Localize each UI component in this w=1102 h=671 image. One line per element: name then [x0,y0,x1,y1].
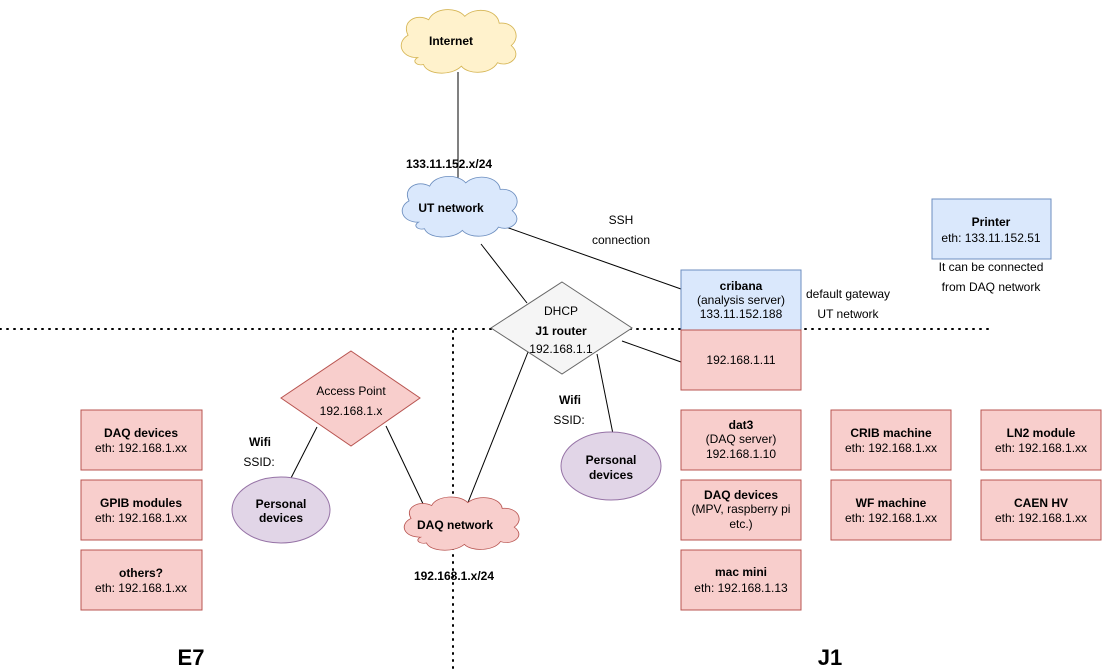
j1-box-1: LN2 module eth: 192.168.1.xx [980,409,1102,471]
dat3-ip: 192.168.1.10 [706,447,776,461]
e7-box-0-shape [80,409,203,471]
j1-box-3-name: CAEN HV [1014,496,1068,510]
link-ut-router [480,243,528,304]
e7-box-0-name: DAQ devices [104,426,178,440]
cribana-lower-shape [680,329,802,391]
j1-daq-devices-line2: (MPV, raspberry pi [692,502,791,516]
personal-devices-e7-shape [231,476,331,544]
router-dhcp-label: DHCP [544,304,578,318]
j1-box-3-eth: eth: 192.168.1.xx [995,511,1087,525]
ssh-label-line1: SSH [609,213,634,227]
j1-box-3-shape [980,479,1102,541]
mac-mini-shape [680,549,802,611]
e7-box-1: GPIB modules eth: 192.168.1.xx [80,479,203,541]
e7-box-2-shape [80,549,203,611]
router-name-label: J1 router [535,324,587,338]
mac-mini: mac mini eth: 192.168.1.13 [680,549,802,611]
ssid-label-e7: SSID: [243,455,274,469]
access-point-ip: 192.168.1.x [320,404,383,418]
j1-daq-devices-shape [680,479,802,541]
link-router-daq [464,351,529,511]
gateway-label-line2: UT network [817,307,879,321]
e7-box-1-eth: eth: 192.168.1.xx [95,511,187,525]
mac-mini-eth: eth: 192.168.1.13 [694,581,788,595]
daq-subnet-label: 192.168.1.x/24 [414,569,494,583]
link-ap-personal [290,426,318,479]
internet-label: Internet [429,34,473,48]
printer-shape [931,198,1052,260]
region-label-e7: E7 [178,645,205,670]
j1-box-2-name: WF machine [856,496,927,510]
cribana-upper-shape [680,269,802,331]
ssid-label-j1: SSID: [553,413,584,427]
link-router-personal [596,353,614,435]
e7-box-2-eth: eth: 192.168.1.xx [95,581,187,595]
dat3-role: (DAQ server) [706,432,777,446]
j1-box-2: WF machine eth: 192.168.1.xx [830,479,952,541]
e7-box-0: DAQ devices eth: 192.168.1.xx [80,409,203,471]
j1-box-0-name: CRIB machine [850,426,932,440]
region-label-j1: J1 [818,645,842,670]
e7-box-0-eth: eth: 192.168.1.xx [95,441,187,455]
cribana-ip: 133.11.152.188 [700,307,783,321]
j1-box-3: CAEN HV eth: 192.168.1.xx [980,479,1102,541]
j1-daq-devices: DAQ devices (MPV, raspberry pi etc.) [680,479,802,541]
cribana-name: cribana [720,279,763,293]
j1-box-0-eth: eth: 192.168.1.xx [845,441,937,455]
j1-box-0: CRIB machine eth: 192.168.1.xx [830,409,952,471]
gateway-label-line1: default gateway [806,287,890,301]
j1-box-2-shape [830,479,952,541]
printer-eth: eth: 133.11.152.51 [941,231,1041,245]
j1-box-1-name: LN2 module [1007,426,1076,440]
cribana-role: (analysis server) [697,293,785,307]
router-ip-label: 192.168.1.1 [529,342,593,356]
ut-network-label: UT network [418,201,484,215]
ut-subnet-label: 133.11.152.x/24 [406,157,492,171]
link-ap-daq [385,425,426,509]
link-router-cribana [621,340,682,363]
j1-box-1-shape [980,409,1102,471]
j1-router-shape [490,281,633,375]
e7-box-2-name: others? [119,566,163,580]
cribana-local-ip: 192.168.1.11 [706,353,776,367]
personal-devices-j1-shape [560,431,662,501]
link-ut-cribana [502,225,682,290]
j1-router: DHCP J1 router 192.168.1.1 [490,281,633,375]
dat3-server: dat3 (DAQ server) 192.168.1.10 [680,409,802,471]
printer-box: Printer eth: 133.11.152.51 [931,198,1052,260]
cribana-server: cribana (analysis server) 133.11.152.188… [680,269,802,391]
personal-devices-e7: Personal devices [231,476,331,544]
printer-name: Printer [972,215,1011,229]
e7-box-1-shape [80,479,203,541]
dat3-shape [680,409,802,471]
wifi-label-j1: Wifi [559,393,581,407]
printer-note-line2: from DAQ network [942,280,1042,294]
internet-cloud: Internet [400,9,517,74]
ssh-label-line2: connection [592,233,650,247]
access-point-shape [280,350,421,447]
personal-devices-j1-line2: devices [589,468,633,482]
personal-devices-e7-line2: devices [259,511,303,525]
personal-devices-j1-line1: Personal [586,453,637,467]
personal-devices-e7-line1: Personal [256,497,307,511]
wifi-label-e7: Wifi [249,435,271,449]
printer-note-line1: It can be connected [939,260,1044,274]
daq-network-cloud: DAQ network [403,496,520,551]
dat3-name: dat3 [729,418,754,432]
e7-box-1-name: GPIB modules [100,496,182,510]
j1-daq-devices-line3: etc.) [729,517,752,531]
mac-mini-name: mac mini [715,565,767,579]
ut-network-cloud: UT network [401,175,518,238]
j1-box-2-eth: eth: 192.168.1.xx [845,511,937,525]
connections [290,72,682,511]
access-point-label: Access Point [316,384,386,398]
j1-daq-devices-name: DAQ devices [704,488,778,502]
access-point: Access Point 192.168.1.x [280,350,421,447]
j1-box-0-shape [830,409,952,471]
personal-devices-j1: Personal devices [560,431,662,501]
daq-network-label: DAQ network [417,518,493,532]
j1-box-1-eth: eth: 192.168.1.xx [995,441,1087,455]
e7-box-2: others? eth: 192.168.1.xx [80,549,203,611]
